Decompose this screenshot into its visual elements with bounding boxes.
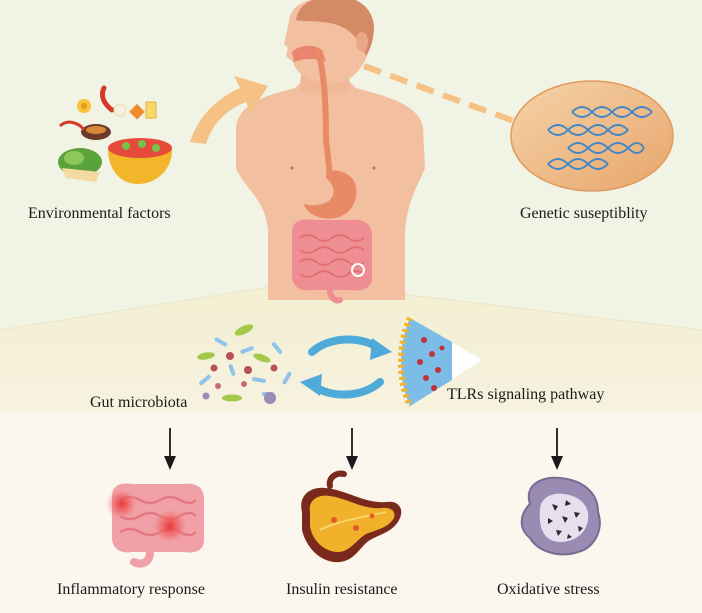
nipple-left xyxy=(290,166,294,170)
bidirectional-cycle-icon xyxy=(300,335,392,399)
stomach xyxy=(304,170,357,219)
dashed-connector xyxy=(362,63,524,127)
down-arrow-inflammatory-icon xyxy=(164,428,176,470)
zoom-circle xyxy=(351,263,365,277)
inflamed-intestine-icon xyxy=(106,483,204,568)
human-torso-figure xyxy=(236,0,425,304)
genetic-susceptibility-label: Genetic suseptiblity xyxy=(520,205,648,222)
oxidative-stress-label: Oxidative stress xyxy=(497,581,600,598)
damaged-cell-icon xyxy=(520,476,601,556)
environment-arrow-icon xyxy=(190,76,268,144)
pancreas-icon xyxy=(301,470,402,563)
down-arrow-insulin-icon xyxy=(346,428,358,470)
tlr-cell-wedge-icon xyxy=(398,316,482,408)
esophagus xyxy=(315,49,333,178)
ear xyxy=(356,32,368,52)
environmental-factors-label: Environmental factors xyxy=(28,205,171,222)
inflammatory-response-label: Inflammatory response xyxy=(57,581,205,598)
microbiota-cluster-icon xyxy=(197,324,292,404)
insulin-resistance-label: Insulin resistance xyxy=(286,581,398,598)
torso-body xyxy=(236,78,425,300)
dna-icon xyxy=(547,106,653,170)
gut-microbiota-label: Gut microbiota xyxy=(90,394,188,411)
tlr-signaling-pathway-label: TLRs signaling pathway xyxy=(447,386,605,403)
food-icon xyxy=(58,85,172,184)
genetic-cell xyxy=(510,80,674,192)
intestines xyxy=(292,219,372,304)
nipple-right xyxy=(372,166,376,170)
down-arrow-oxidative-icon xyxy=(551,428,563,470)
zoom-band xyxy=(0,282,702,412)
hair xyxy=(296,0,374,56)
